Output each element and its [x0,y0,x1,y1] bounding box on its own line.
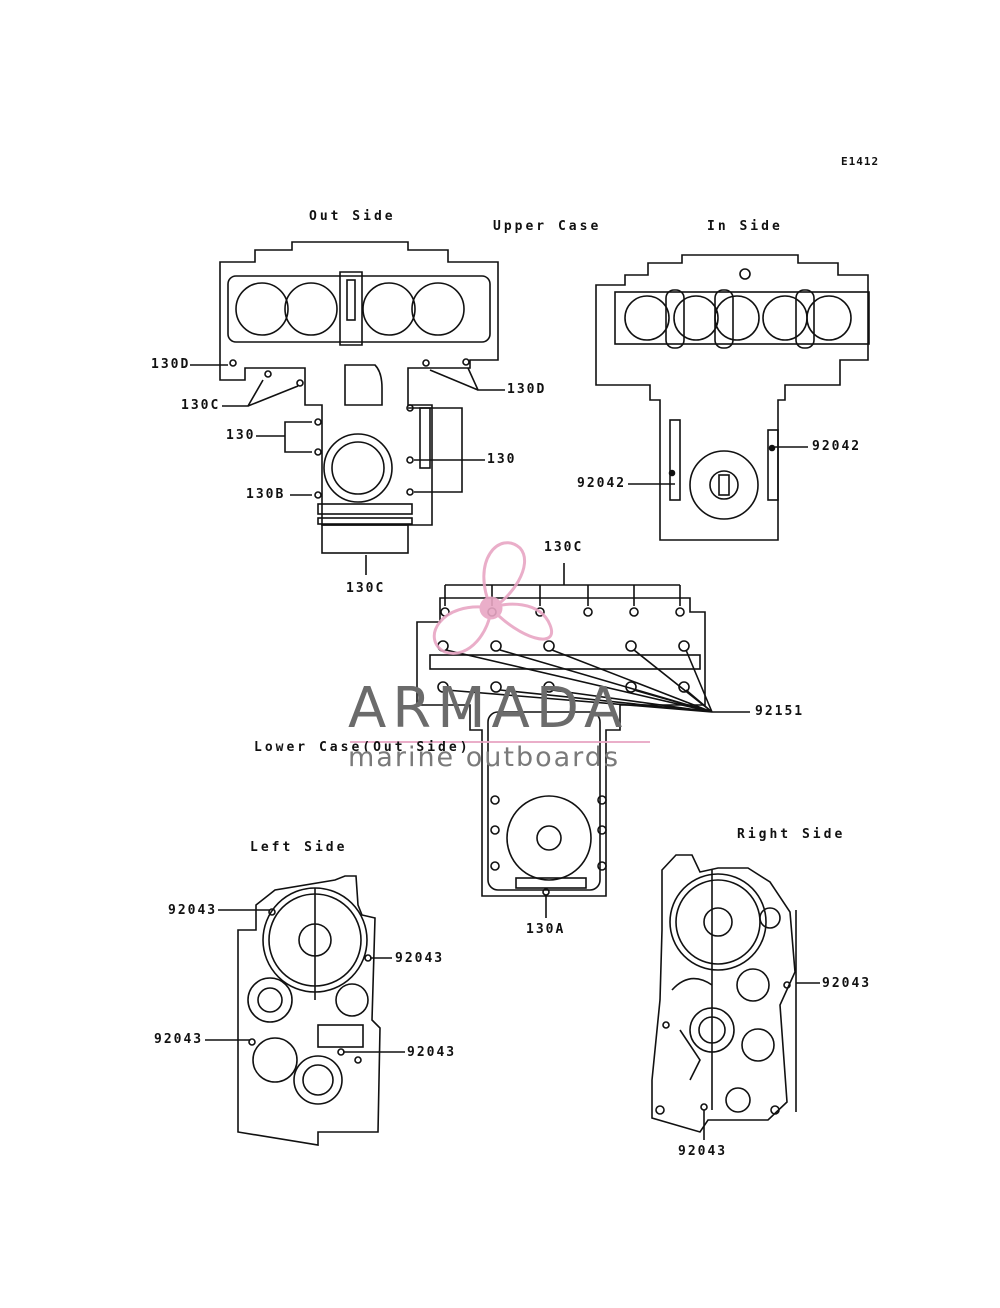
title-right-side: Right Side [737,827,846,842]
part-label-130: 130 [226,428,256,443]
diagram-id: E1412 [841,155,880,168]
left-side-drawing [205,875,405,1146]
part-label-130c: 130C [346,581,386,596]
watermark-tagline: marine outboards [348,742,621,773]
watermark-logo [350,541,650,743]
part-label-130: 130 [487,452,517,467]
title-upper-case: Upper Case [493,219,602,234]
title-lower-case-out-side: Lower Case(Out Side) [254,740,471,755]
title-out-side: Out Side [309,209,396,224]
part-label-130c: 130C [181,398,221,413]
part-label-92043: 92043 [822,976,872,991]
part-label-92043: 92043 [168,903,218,918]
upper-case-inside-drawing [595,254,870,541]
part-label-130b: 130B [246,487,286,502]
part-label-92043: 92043 [154,1032,204,1047]
lower-case-outside-drawing [416,563,750,918]
part-label-130a: 130A [526,922,566,937]
part-label-130d: 130D [507,382,547,397]
upper-case-outside-drawing [190,241,505,575]
part-label-92042: 92042 [577,476,627,491]
watermark-brand: ARMADA [348,676,629,741]
right-side-drawing [651,854,820,1140]
title-left-side: Left Side [250,840,348,855]
title-in-side: In Side [707,219,783,234]
part-label-92151: 92151 [755,704,805,719]
part-label-92043: 92043 [395,951,445,966]
part-label-92043: 92043 [407,1045,457,1060]
part-label-130d: 130D [151,357,191,372]
part-label-92043: 92043 [678,1144,728,1159]
part-label-130c: 130C [544,540,584,555]
part-label-92042: 92042 [812,439,862,454]
